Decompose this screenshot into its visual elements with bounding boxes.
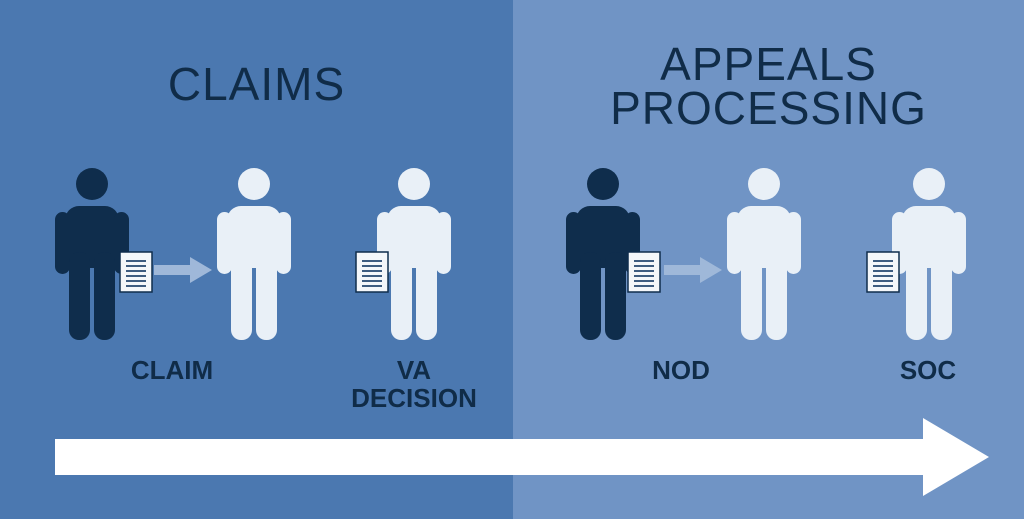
appeals-light-person-icon [727, 168, 801, 340]
soc-label: SOC [899, 355, 957, 385]
appellant-dark-person-icon [566, 168, 640, 340]
decision-light-person-icon [377, 168, 451, 340]
soc-light-person-icon [892, 168, 966, 340]
claims-step-arrow-right-icon [154, 257, 212, 283]
va-light-person-icon [217, 168, 291, 340]
timeline-arrow-icon [55, 418, 989, 496]
claim-label: CLAIM [130, 355, 214, 385]
appeals-step-arrow-right-icon [664, 257, 722, 283]
nod-document-icon [627, 251, 661, 293]
nod-label: NOD [652, 355, 710, 385]
claim-document-icon [119, 251, 153, 293]
decision-document-icon [355, 251, 389, 293]
soc-document-icon [866, 251, 900, 293]
appeals-processing-heading: APPEALS PROCESSING [610, 38, 927, 134]
va-decision-label: VA DECISION [351, 355, 477, 413]
claims-heading: CLAIMS [167, 58, 346, 110]
